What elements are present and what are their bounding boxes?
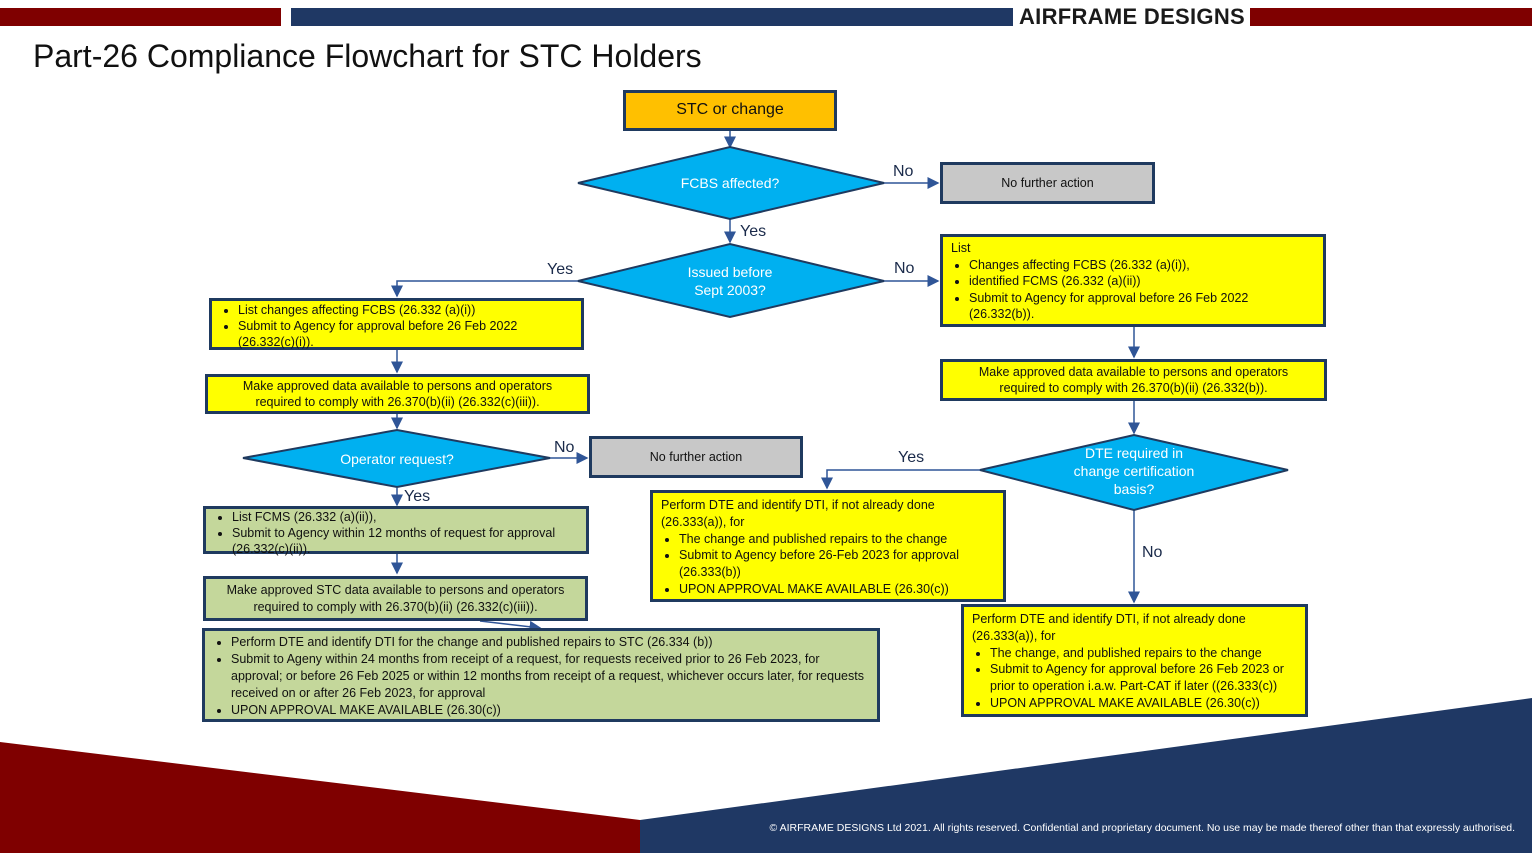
right-yellow-box: Perform DTE and identify DTI, if not alr… — [961, 604, 1308, 717]
header-bar-red-left — [0, 8, 281, 26]
operator-decision-text: Operator request? — [307, 449, 487, 469]
right-yellow-intro2: (26.333(a)), for — [972, 628, 1056, 643]
issued-decision-text: Issued before Sept 2003? — [640, 262, 820, 300]
header-bar-navy — [291, 8, 1013, 26]
label-yes-operator: Yes — [404, 488, 431, 505]
green-box-2-line2: required to comply with 26.370(b)(ii) (2… — [253, 599, 538, 614]
header-bar-red-right — [1250, 8, 1532, 26]
mid-yellow-item: Submit to Agency before 26-Feb 2023 for … — [679, 547, 995, 581]
bottom-decoration — [0, 698, 1532, 853]
right-yellow-intro1: Perform DTE and identify DTI, if not alr… — [972, 612, 1246, 626]
right-box-2-line2: required to comply with 26.370(b)(ii) (2… — [999, 381, 1268, 395]
brand-logo-text: AIRFRAME DESIGNS — [1018, 4, 1246, 29]
footer-copyright: © AIRFRAME DESIGNS Ltd 2021. All rights … — [769, 822, 1515, 834]
mid-yellow-item: UPON APPROVAL MAKE AVAILABLE (26.30(c)) — [679, 581, 995, 598]
green-box-2-line1: Make approved STC data available to pers… — [226, 582, 565, 597]
start-label: STC or change — [676, 101, 784, 119]
operator-diamond — [242, 428, 551, 489]
mid-yellow-intro2: (26.333(a)), for — [661, 514, 745, 529]
mid-yellow-item: The change and published repairs to the … — [679, 531, 995, 548]
issued-decision-line2: Sept 2003? — [694, 282, 766, 298]
label-yes-issued: Yes — [547, 261, 574, 278]
fcbs-decision-text: FCBS affected? — [640, 173, 820, 193]
right-box-1-item: Submit to Agency for approval before 26 … — [969, 290, 1315, 323]
right-box-1-item: identified FCMS (26.332 (a)(ii)) — [969, 273, 1315, 290]
right-box-1: List Changes affecting FCBS (26.332 (a)(… — [940, 234, 1326, 327]
fcbs-decision-label: FCBS affected? — [680, 175, 780, 191]
green-box-3-item: UPON APPROVAL MAKE AVAILABLE (26.30(c)) — [231, 702, 869, 719]
left-box-1-item: List changes affecting FCBS (26.332 (a)(… — [238, 302, 573, 318]
label-no-fcbs: No — [893, 163, 914, 180]
left-box-2-line2: required to comply with 26.370(b)(ii) (2… — [255, 395, 540, 409]
green-box-3-item: Submit to Ageny within 24 months from re… — [231, 651, 869, 702]
label-no-dte: No — [1142, 544, 1163, 561]
left-box-2-line1: Make approved data available to persons … — [242, 379, 553, 393]
operator-decision-label: Operator request? — [340, 451, 454, 467]
issued-diamond — [577, 242, 885, 319]
green-box-1-item: List FCMS (26.332 (a)(ii)), — [232, 509, 578, 525]
green-box-1-item: Submit to Agency within 12 months of req… — [232, 525, 578, 557]
green-box-1: List FCMS (26.332 (a)(ii)), Submit to Ag… — [203, 506, 589, 557]
no-further-action-label-1: No further action — [1001, 175, 1094, 190]
right-box-1-item: Changes affecting FCBS (26.332 (a)(i)), — [969, 257, 1315, 274]
start-box: STC or change — [623, 90, 837, 131]
green-box-3-item: Perform DTE and identify DTI for the cha… — [231, 634, 869, 651]
dte-decision-line2: change certification — [1073, 463, 1195, 479]
page-title: Part-26 Compliance Flowchart for STC Hol… — [33, 38, 702, 74]
no-further-action-box-1: No further action — [940, 162, 1155, 204]
mid-yellow-box: Perform DTE and identify DTI, if not alr… — [650, 490, 1006, 602]
fcbs-diamond — [577, 145, 885, 221]
no-further-action-box-2: No further action — [589, 436, 803, 478]
label-no-operator: No — [554, 439, 575, 456]
dte-decision-line1: DTE required in — [1084, 445, 1184, 461]
right-box-2: Make approved data available to persons … — [940, 359, 1327, 401]
right-yellow-item: UPON APPROVAL MAKE AVAILABLE (26.30(c)) — [990, 695, 1297, 712]
mid-yellow-intro1: Perform DTE and identify DTI, if not alr… — [661, 498, 935, 512]
label-yes-dte: Yes — [898, 449, 925, 466]
label-yes-fcbs: Yes — [740, 223, 767, 240]
dte-diamond — [979, 433, 1289, 512]
right-box-1-heading: List — [951, 241, 971, 255]
left-box-2: Make approved data available to persons … — [205, 374, 590, 414]
right-yellow-item: Submit to Agency for approval before 26 … — [990, 661, 1297, 695]
dte-decision-text: DTE required in change certification bas… — [1044, 443, 1224, 499]
green-box-2: Make approved STC data available to pers… — [203, 576, 588, 621]
no-further-action-label-2: No further action — [649, 449, 743, 464]
left-box-1-item: Submit to Agency for approval before 26 … — [238, 318, 573, 350]
issued-decision-line1: Issued before — [687, 264, 773, 280]
right-yellow-item: The change, and published repairs to the… — [990, 645, 1297, 662]
label-no-issued: No — [894, 260, 915, 277]
right-box-2-line1: Make approved data available to persons … — [978, 365, 1289, 379]
left-box-1: List changes affecting FCBS (26.332 (a)(… — [209, 298, 584, 350]
dte-decision-line3: basis? — [1113, 481, 1155, 497]
green-box-3: Perform DTE and identify DTI for the cha… — [202, 628, 880, 722]
